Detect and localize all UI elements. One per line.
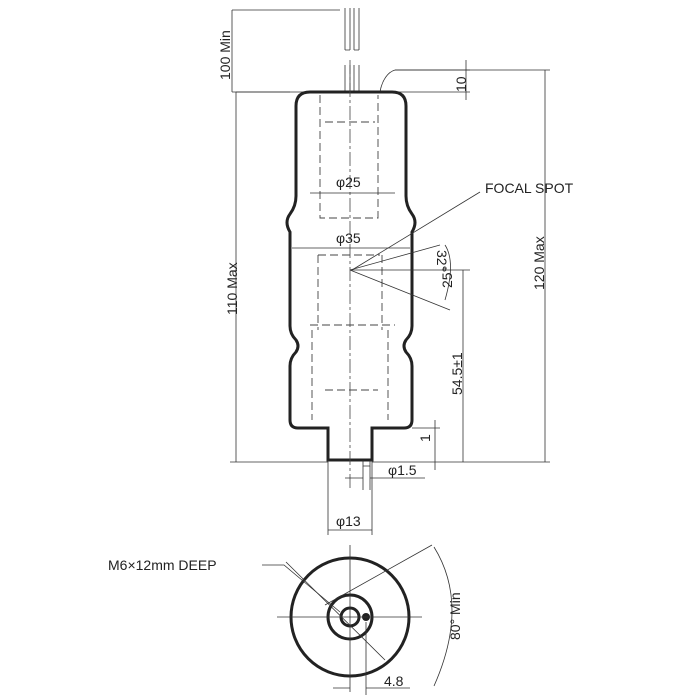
anode-hidden [310,254,395,420]
lead-length-dimension [231,9,345,93]
base-step-dimension [412,420,440,470]
angle-upper-label: 32° [434,250,450,271]
overall-length-dimension [372,69,550,463]
pin-diameter-label: φ1.5 [388,462,417,478]
thread-label: M6×12mm DEEP [108,557,217,573]
thread-leader [262,564,341,613]
base-step-label: 1 [417,434,433,442]
diameter-dimensions [292,192,410,249]
upper-diameter-label: φ25 [336,174,361,190]
cap-gap-label: 10 [453,76,469,92]
window-angle-label: 80° Min [447,592,463,640]
focal-spot-leader [351,191,481,271]
body-length-dimension [230,91,328,463]
pin [362,460,371,467]
lead-length-label: 100 Min [217,30,233,80]
body-diameter-label: φ35 [336,230,361,246]
cathode-hidden [319,95,379,219]
overall-length-label: 120 Max [531,236,547,290]
focal-spot-label: FOCAL SPOT [485,180,574,196]
lead-wires [344,8,396,93]
angle-lower-label: 25° [439,267,455,288]
pin-diameter-dimension [345,466,425,490]
bottom-view [277,544,453,692]
tube-body-outline [285,90,417,462]
body-length-label: 110 Max [224,262,240,315]
focal-angle-lines [349,244,470,311]
pin-offset-label: 4.8 [384,673,404,689]
pin-offset-dimension [333,622,410,695]
base-diameter-dimension [327,460,373,535]
base-diameter-label: φ13 [336,513,361,529]
focal-height-label: 54.5±1 [449,352,465,395]
